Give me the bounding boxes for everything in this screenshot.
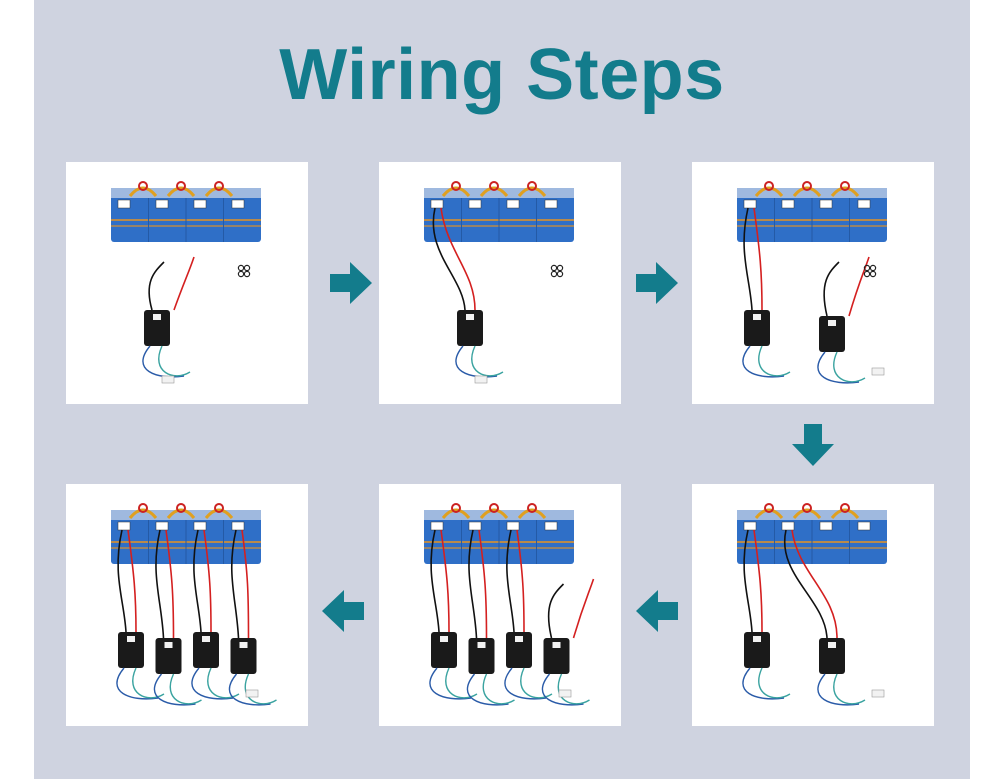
connector-plug (474, 375, 488, 384)
page-title: Wiring Steps (279, 35, 725, 115)
arrow-shape (636, 262, 678, 304)
step-2-photo (379, 162, 621, 404)
battery-pack (111, 503, 261, 564)
balancer-module (742, 529, 791, 700)
balancer-module (153, 529, 202, 706)
washers (237, 264, 251, 278)
balancer-module (432, 207, 504, 378)
battery-pack (424, 503, 574, 564)
balancer-module (466, 529, 515, 706)
arrow-shape (636, 590, 678, 632)
connector-plug (558, 689, 572, 698)
step-1-photo (66, 162, 308, 404)
arrow-down-icon (788, 420, 838, 470)
step-5-photo (379, 484, 621, 726)
balancer-module (504, 529, 553, 700)
arrow-right-icon (632, 258, 682, 308)
arrow-shape (322, 590, 364, 632)
battery-pack (737, 503, 887, 564)
balancer-module (429, 529, 478, 700)
step-3-photo (692, 162, 934, 404)
connector-plug (871, 367, 885, 376)
connector-plug (161, 375, 175, 384)
balancer-module (817, 256, 870, 384)
balancer-module (541, 578, 595, 706)
step-6-photo (66, 484, 308, 726)
connector-plug (871, 689, 885, 698)
battery-pack (111, 181, 261, 242)
connector-plug (245, 689, 259, 698)
balancer-module (116, 529, 165, 700)
balancer-module (742, 207, 791, 378)
balancer-module (228, 529, 277, 706)
step-4-photo (692, 484, 934, 726)
balancer-module (142, 256, 195, 378)
balancer-module (783, 529, 866, 706)
arrow-shape (330, 262, 372, 304)
wiring-infographic: Wiring Steps (34, 0, 970, 779)
washers (863, 264, 877, 278)
balancer-module (191, 529, 240, 700)
battery-pack (424, 181, 574, 242)
washers (550, 264, 564, 278)
arrow-right-icon (326, 258, 376, 308)
arrow-shape (792, 424, 834, 466)
arrow-left-icon (632, 586, 682, 636)
battery-pack (737, 181, 887, 242)
arrow-left-icon (318, 586, 368, 636)
